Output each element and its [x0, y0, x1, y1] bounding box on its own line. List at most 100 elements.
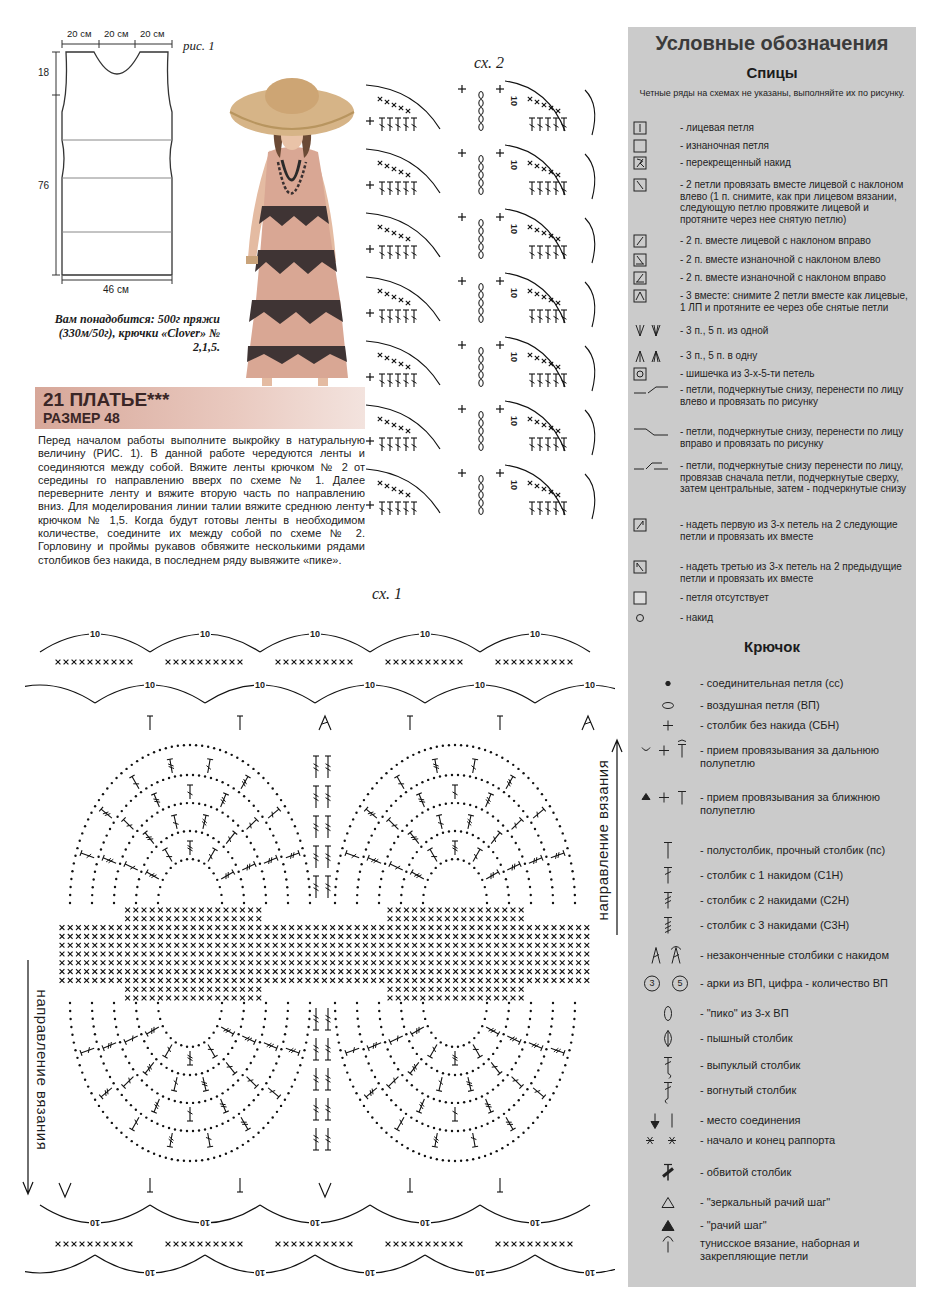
chart-stroke [305, 862, 307, 864]
chart-stroke [191, 934, 196, 939]
chart-stroke [232, 952, 237, 957]
chart-stroke [276, 1045, 278, 1051]
chart-stroke [349, 825, 351, 827]
chart-stroke [511, 916, 516, 921]
chart-stroke [138, 878, 140, 880]
chart-stroke [192, 1102, 194, 1104]
chart-stroke [556, 1085, 558, 1087]
chart-stroke [477, 1067, 479, 1069]
chart-stroke [183, 960, 188, 965]
chart-stroke [133, 960, 138, 965]
chart-stroke [314, 952, 319, 957]
chart-stroke [511, 934, 516, 939]
chart-stroke [352, 1085, 354, 1087]
chart-stroke [285, 1025, 287, 1027]
chart-stroke [286, 853, 299, 858]
chart-stroke [94, 871, 96, 873]
chart-stroke [314, 858, 319, 861]
chart-stroke [183, 960, 188, 965]
chart-stroke [396, 925, 401, 930]
chart-stroke [84, 934, 89, 939]
chart-stroke [453, 943, 458, 948]
chart-stroke [204, 775, 206, 777]
chart-stroke [241, 1074, 243, 1076]
chart-stroke [436, 1090, 442, 1091]
chart-stroke [494, 925, 499, 930]
chart-stroke [486, 925, 491, 930]
chart-stroke [502, 908, 507, 913]
chart-stroke [132, 777, 139, 789]
chart-stroke [207, 834, 209, 836]
chart-stroke [414, 1064, 416, 1069]
chart-stroke [463, 774, 465, 776]
chart-stroke [206, 766, 210, 770]
chart-stroke [199, 908, 204, 913]
chart-stroke [142, 934, 147, 939]
chart-stroke [91, 1010, 93, 1012]
chart-stroke [492, 1053, 494, 1055]
chart-stroke [347, 943, 352, 948]
chart-stroke [241, 830, 243, 832]
chart-stroke [379, 943, 384, 948]
chart-stroke [390, 805, 392, 807]
chart-stroke [470, 943, 475, 948]
chart-stroke [472, 759, 478, 760]
chart-stroke [276, 855, 278, 861]
chart-stroke [158, 960, 163, 965]
chart-stroke [315, 876, 316, 898]
chart-stroke [256, 908, 261, 913]
chart-stroke [395, 866, 400, 869]
chart-stroke [326, 768, 331, 771]
chart-stroke [131, 1140, 133, 1142]
chart-stroke [473, 1049, 479, 1050]
chart-stroke [379, 925, 384, 930]
chart-stroke [379, 934, 384, 939]
chart-stroke [232, 869, 235, 874]
chart-stroke [142, 908, 147, 913]
chart-stroke [257, 1094, 259, 1096]
chart-stroke [357, 1025, 359, 1027]
chart-stroke [420, 952, 425, 957]
chart-stroke [327, 786, 328, 808]
chart-stroke [101, 943, 106, 948]
chart-stroke [195, 1160, 197, 1162]
chart-stroke [437, 952, 442, 957]
chart-stroke [272, 1069, 274, 1071]
chart-stroke [128, 842, 130, 844]
chart-stroke [552, 902, 554, 904]
chart-stroke [207, 934, 212, 939]
chart-stroke [535, 857, 537, 863]
chart-stroke [225, 873, 226, 879]
chart-stroke [191, 952, 196, 957]
chart-stroke [124, 1039, 127, 1044]
chart-stroke [135, 902, 137, 904]
chart-stroke [297, 960, 302, 965]
chart-stroke [359, 871, 361, 873]
chart-stroke [267, 1122, 269, 1124]
chart-stroke [404, 943, 409, 948]
chart-stroke [487, 846, 489, 848]
chart-stroke [240, 934, 245, 939]
chart-stroke [564, 839, 566, 841]
chart-stroke [113, 894, 115, 896]
chart-stroke [269, 1076, 271, 1078]
chart-stroke [475, 777, 477, 779]
chart-stroke [522, 772, 524, 774]
chart-stroke [530, 1082, 532, 1084]
chart-stroke [241, 1122, 247, 1123]
chart-stroke [189, 1160, 191, 1162]
chart-stroke [461, 925, 466, 930]
chart-stroke [502, 925, 507, 930]
chart-stroke [560, 934, 565, 939]
chart-stroke [177, 832, 179, 834]
chart-stroke [492, 1066, 498, 1068]
chart-stroke [330, 934, 335, 939]
chart-stroke [101, 925, 106, 930]
chart-stroke [382, 870, 384, 872]
chart-stroke [60, 952, 65, 957]
chart-stroke [404, 925, 409, 930]
chart-stroke [156, 811, 158, 813]
chart-stroke [84, 825, 86, 827]
chart-stroke [461, 916, 466, 921]
chart-stroke [121, 817, 125, 821]
